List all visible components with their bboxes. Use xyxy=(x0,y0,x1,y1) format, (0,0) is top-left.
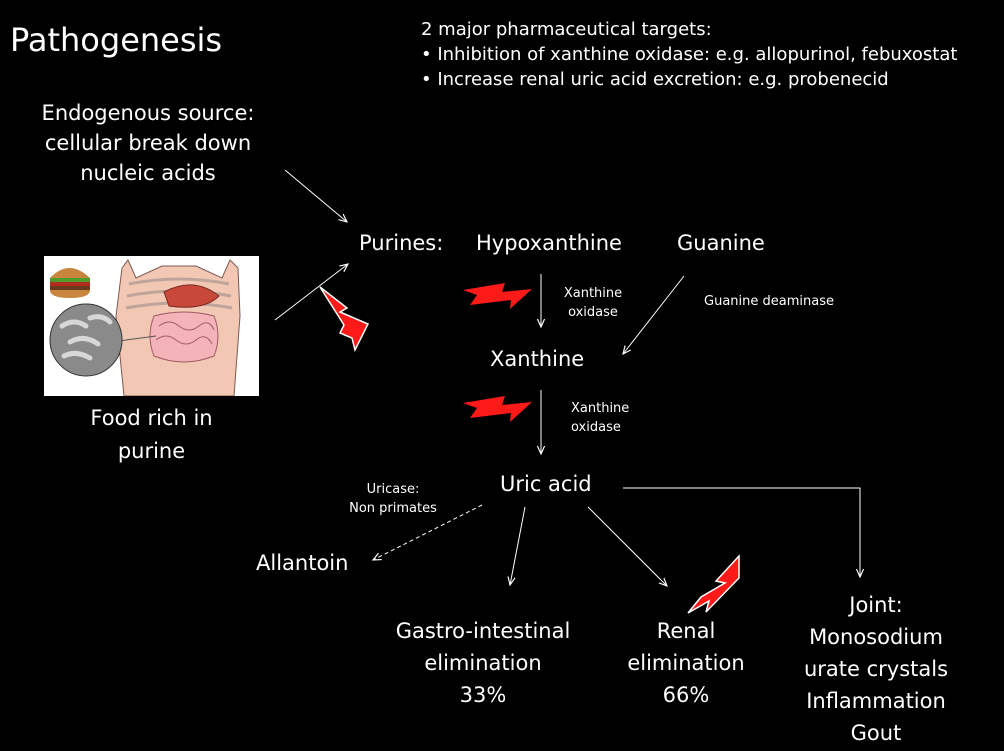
node-hypoxanthine: Hypoxanthine xyxy=(476,231,622,255)
endogenous-line: nucleic acids xyxy=(80,161,216,185)
outcome-line: urate crystals xyxy=(803,657,949,681)
node-allantoin: Allantoin xyxy=(256,551,349,575)
outcome-line: elimination xyxy=(424,651,542,675)
outcome-renal: Renal elimination 66% xyxy=(616,615,756,711)
enzyme-line: Xanthine xyxy=(563,286,623,301)
arrow-food-to-purines xyxy=(274,264,348,321)
node-purines: Purines: xyxy=(359,231,444,255)
food-digestion-illustration xyxy=(44,256,259,396)
outcome-line: Joint: xyxy=(849,593,903,617)
lightning-bolt-icon xyxy=(463,283,532,309)
arrow-uric-acid-to-allantoin xyxy=(373,504,483,560)
food-label-line: purine xyxy=(117,439,186,463)
outcome-line: Gout xyxy=(850,721,902,745)
outcome-line: 33% xyxy=(459,683,507,707)
arrow-uric-acid-to-renal xyxy=(587,506,667,586)
node-uric-acid: Uric acid xyxy=(500,472,592,496)
enzyme-xanthine-oxidase-2: Xanthine oxidase xyxy=(571,399,629,437)
outcome-line: 66% xyxy=(662,683,710,707)
arrow-endogenous-to-purines xyxy=(284,169,347,222)
enzyme-line: Uricase: xyxy=(366,482,420,497)
enzyme-guanine-deaminase: Guanine deaminase xyxy=(704,294,834,309)
target-item: • Increase renal uric acid excretion: e.… xyxy=(421,69,889,90)
target-item: • Inhibition of xanthine oxidase: e.g. a… xyxy=(421,44,958,65)
enzyme-line: Xanthine xyxy=(571,401,630,416)
arrow-uric-acid-to-gi xyxy=(510,506,526,585)
enzyme-uricase: Uricase: Non primates xyxy=(338,480,448,518)
arrow-uric-acid-to-joint xyxy=(623,487,860,577)
targets-heading: 2 major pharmaceutical targets: xyxy=(421,19,712,40)
endogenous-source-label: Endogenous source: cellular break down n… xyxy=(30,98,266,188)
outcome-joint: Joint: Monosodium urate crystals Inflamm… xyxy=(790,589,962,749)
enzyme-line: Non primates xyxy=(349,501,437,516)
outcome-line: Inflammation xyxy=(806,689,946,713)
arrow-guanine-to-xanthine xyxy=(623,275,685,354)
lightning-bolt-icon xyxy=(463,396,532,422)
digestion-image xyxy=(49,259,241,396)
lightning-bolt-icon xyxy=(319,286,370,353)
pharmaceutical-targets: 2 major pharmaceutical targets: • Inhibi… xyxy=(421,17,957,92)
outcome-line: Gastro-intestinal xyxy=(395,619,571,643)
node-xanthine: Xanthine xyxy=(490,347,585,371)
outcome-gastrointestinal: Gastro-intestinal elimination 33% xyxy=(383,615,583,711)
page-title: Pathogenesis xyxy=(10,21,223,59)
lightning-bolt-icon xyxy=(687,554,740,614)
enzyme-xanthine-oxidase-1: Xanthine oxidase xyxy=(545,284,641,322)
node-guanine: Guanine xyxy=(677,231,765,255)
outcome-line: Renal xyxy=(656,619,716,643)
food-rich-in-purine-label: Food rich in purine xyxy=(44,402,259,468)
enzyme-line: oxidase xyxy=(568,305,618,320)
food-label-line: Food rich in xyxy=(90,406,213,430)
outcome-line: Monosodium xyxy=(809,625,943,649)
endogenous-line: Endogenous source: xyxy=(41,101,255,125)
endogenous-line: cellular break down xyxy=(44,131,252,155)
enzyme-line: oxidase xyxy=(571,420,621,435)
outcome-line: elimination xyxy=(627,651,745,675)
